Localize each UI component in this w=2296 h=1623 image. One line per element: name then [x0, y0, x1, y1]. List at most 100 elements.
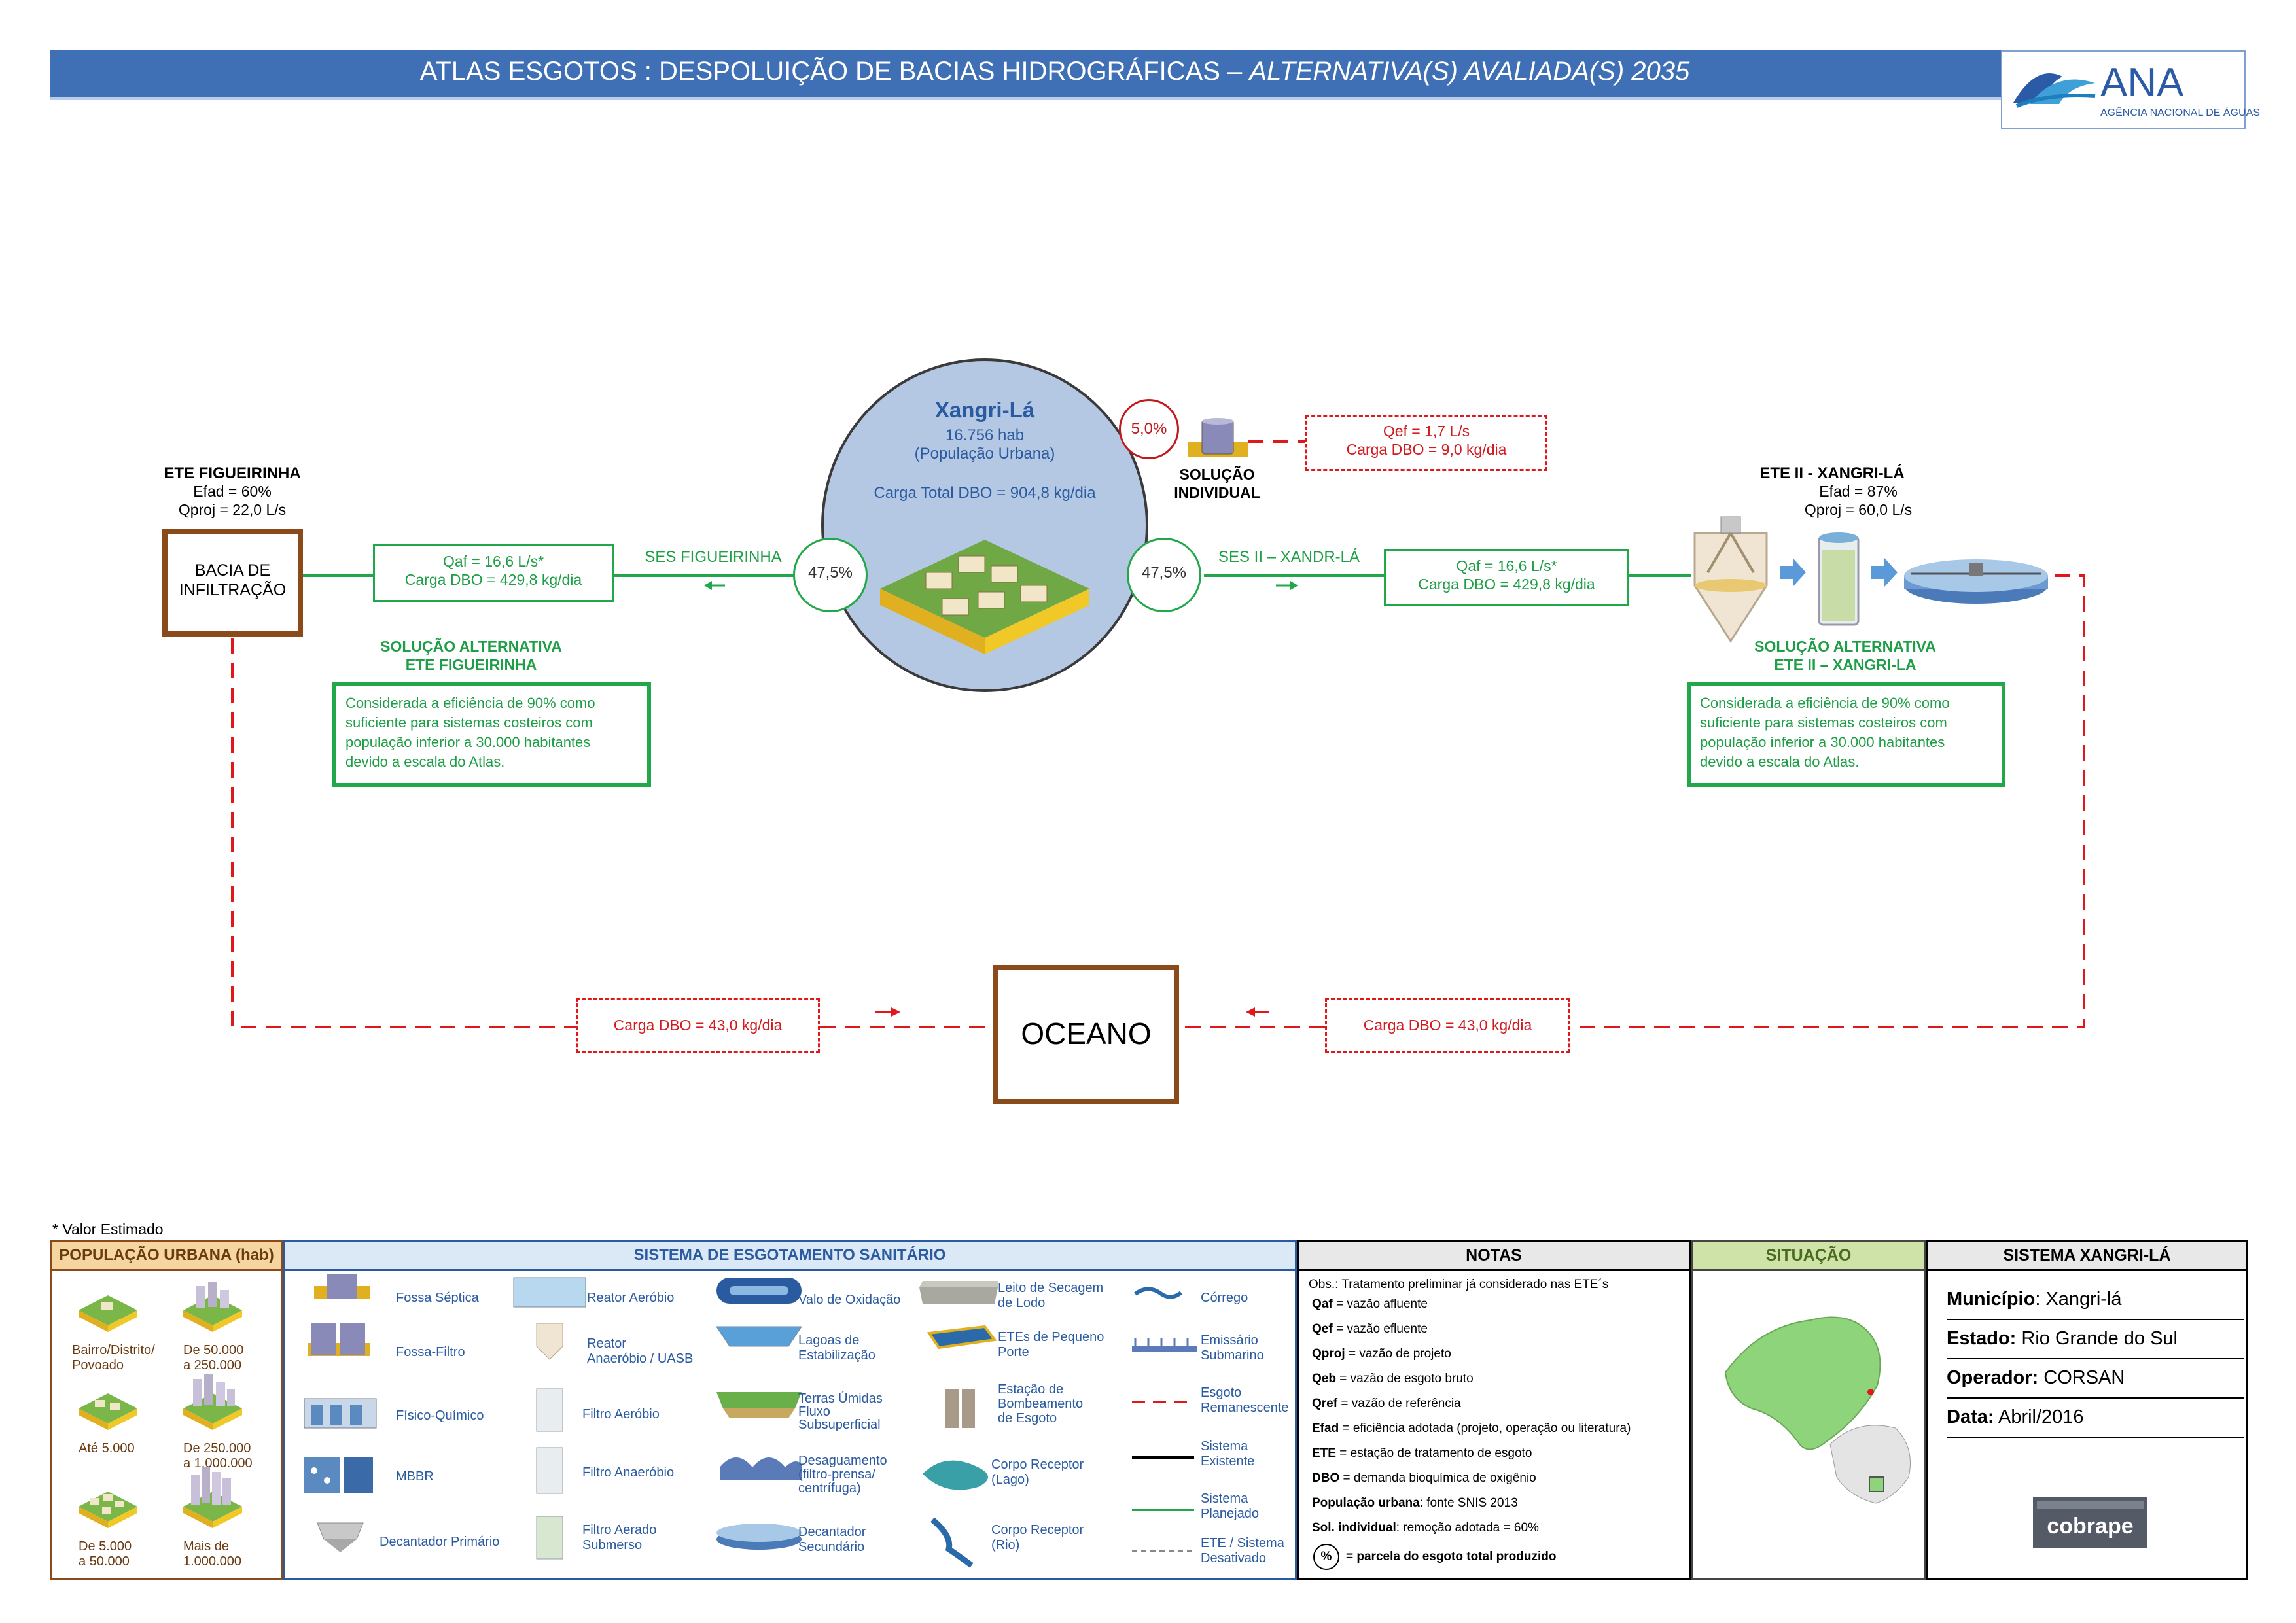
title-main: ATLAS ESGOTOS : DESPOLUIÇÃO DE BACIAS HI…	[419, 57, 1250, 86]
legend-lagoas: Lagoas de Estabilização	[798, 1333, 875, 1363]
legend-reator-anaerobio: Reator Anaeróbio / UASB	[587, 1336, 694, 1366]
left-outflow-dbo: Carga DBO = 43,0 kg/dia	[613, 1017, 783, 1034]
legend-fossa-septica: Fossa Séptica	[396, 1291, 479, 1305]
legend-sistema-planejado: Sistema Planejado	[1201, 1492, 1259, 1521]
legend-leito-secagem: Leito de Secagem de Lodo	[998, 1281, 1104, 1310]
ocean-box	[993, 965, 1179, 1104]
aerobic-filter-legend-icon	[536, 1388, 563, 1432]
population-icons	[79, 1282, 242, 1528]
note-qeb: Qeb = vazão de esgoto bruto	[1312, 1372, 1474, 1386]
wetland-icon	[716, 1392, 802, 1418]
septic-filter-icon	[308, 1323, 370, 1356]
secondary-clarifier-icon	[1904, 559, 2048, 604]
notes-title: NOTAS	[1299, 1242, 1689, 1271]
cobrape-logo: cobrape	[2033, 1497, 2147, 1548]
note-qproj: Qproj = vazão de projeto	[1312, 1347, 1451, 1361]
right-percent-circle	[1127, 538, 1201, 612]
pumping-station-icon	[945, 1389, 975, 1428]
right-outflow-dbo: Carga DBO = 43,0 kg/dia	[1363, 1017, 1532, 1034]
legend-fossa-filtro: Fossa-Filtro	[396, 1345, 465, 1359]
city-block-icon	[880, 540, 1089, 654]
legend-estacao-bombeamento: Estação de Bombeamento de Esgoto	[998, 1382, 1084, 1425]
title-bar: ATLAS ESGOTOS : DESPOLUIÇÃO DE BACIAS HI…	[50, 50, 2246, 100]
ana-logo: ANA AGÊNCIA NACIONAL DE ÁGUAS	[2001, 50, 2260, 129]
stabilization-pond-icon	[716, 1326, 802, 1347]
left-ete-efad: Efad = 60%	[193, 483, 272, 500]
legend-etes-pequeno-porte: ETEs de Pequeno Porte	[998, 1330, 1104, 1359]
metropolis-icon	[183, 1467, 242, 1528]
anaerobic-filter-icon	[536, 1447, 563, 1494]
right-alt-text-3: população inferior a 30.000 habitantes	[1700, 734, 1945, 750]
ses-right-label: SES II – XANDR-LÁ	[1218, 548, 1360, 566]
legend-desaguamento: Desaguamento (filtro-prensa/ centrífuga)	[798, 1454, 887, 1495]
left-alt-text-3: população inferior a 30.000 habitantes	[345, 734, 591, 750]
left-qaf: Qaf = 16,6 L/s*	[442, 553, 544, 570]
left-alt-title-2: ETE FIGUEIRINHA	[405, 656, 537, 673]
legend-decantador-secundario: Decantador Secundário	[798, 1525, 866, 1554]
info-divider-1	[1947, 1319, 2244, 1320]
system-legend-title: SISTEMA DE ESGOTAMENTO SANITÁRIO	[285, 1242, 1295, 1271]
info-data: Data: Abril/2016	[1947, 1406, 2084, 1427]
right-alt-title-2: ETE II – XANGRI-LA	[1774, 656, 1916, 673]
sludge-drying-bed-icon	[919, 1281, 998, 1304]
individual-percent: 5,0%	[1131, 420, 1167, 438]
left-percent: 47,5%	[807, 564, 853, 582]
pop-item-4: De 250.000 a 1.000.000	[183, 1441, 253, 1471]
stream-icon	[1134, 1287, 1182, 1299]
logo-subtitle: AGÊNCIA NACIONAL DE ÁGUAS	[2100, 107, 2260, 118]
legend-valo-oxidacao: Valo de Oxidação	[798, 1293, 901, 1307]
right-alt-text-2: suficiente para sistemas costeiros com	[1700, 714, 1947, 731]
legend-filtro-aerobio: Filtro Aeróbio	[582, 1407, 660, 1422]
submerged-filter-icon	[536, 1516, 563, 1560]
legend-emissario: Emissário Submarino	[1201, 1333, 1264, 1363]
pop-item-6: Mais de 1.000.000	[183, 1539, 241, 1569]
population-legend: POPULAÇÃO URBANA (hab) Bairro/Distrito/ …	[50, 1240, 283, 1580]
notes-panel: NOTAS Obs.: Tratamento preliminar já con…	[1297, 1240, 1691, 1580]
right-flow-box	[1384, 549, 1629, 606]
individual-dbo: Carga DBO = 9,0 kg/dia	[1346, 441, 1507, 458]
right-qaf: Qaf = 16,6 L/s*	[1456, 557, 1557, 574]
right-ete-qproj: Qproj = 60,0 L/s	[1804, 501, 1913, 518]
right-dbo: Carga DBO = 429,8 kg/dia	[1418, 576, 1595, 593]
left-alt-title-1: SOLUÇÃO ALTERNATIVA	[380, 638, 562, 655]
legend-terras-umidas: Terras Úmidas Fluxo Subsuperficial	[798, 1391, 883, 1432]
city-population-label: (População Urbana)	[914, 445, 1055, 462]
left-ete-qproj: Qproj = 22,0 L/s	[178, 501, 287, 518]
village-icon	[79, 1295, 137, 1332]
legend-esgoto-remanescente: Esgoto Remanescente	[1201, 1386, 1289, 1415]
right-alt-text-4: devido a escala do Atlas.	[1700, 754, 1860, 770]
state-inset-marker	[1869, 1476, 1884, 1492]
info-municipio: Município: Xangri-lá	[1947, 1289, 2122, 1310]
system-info-panel: SISTEMA XANGRI-LÁ Município: Xangri-lá E…	[1926, 1240, 2248, 1580]
cobrape-logo-text: cobrape	[2047, 1514, 2134, 1539]
notes-obs: Obs.: Tratamento preliminar já considera…	[1309, 1278, 1609, 1291]
infiltration-basin-box	[162, 529, 303, 637]
small-ete-icon	[927, 1325, 997, 1350]
city-population: 16.756 hab	[945, 427, 1025, 444]
percent-note: = parcela do esgoto total produzido	[1346, 1550, 1557, 1563]
legend-corpo-receptor-rio: Corpo Receptor (Rio)	[991, 1523, 1084, 1552]
individual-label-2: INDIVIDUAL	[1174, 484, 1260, 501]
anaerobic-reactor-icon	[536, 1323, 563, 1360]
info-estado: Estado: Rio Grande do Sul	[1947, 1328, 2178, 1349]
lake-receiver-icon	[923, 1460, 988, 1490]
septic-tank-legend-icon	[314, 1274, 370, 1299]
ocean-label: OCEANO	[1021, 1017, 1152, 1051]
infiltration-line-1: BACIA DE	[194, 561, 271, 580]
right-ete-title: ETE II - XANGRI-LÁ	[1759, 464, 1905, 482]
town-5k-icon	[79, 1393, 137, 1430]
left-alt-box	[332, 682, 651, 787]
individual-qef: Qef = 1,7 L/s	[1383, 423, 1470, 440]
left-alt-text-1: Considerada a eficiência de 90% como	[345, 695, 595, 711]
system-legend: SISTEMA DE ESGOTAMENTO SANITÁRIO	[283, 1240, 1297, 1580]
legend-decantador-primario: Decantador Primário	[380, 1535, 500, 1549]
info-operador: Operador: CORSAN	[1947, 1367, 2125, 1388]
logo-text: ANA	[2100, 60, 2184, 105]
note-qef: Qef = vazão efluente	[1312, 1322, 1428, 1336]
system-info-title: SISTEMA XANGRI-LÁ	[1928, 1242, 2246, 1271]
location-map	[1724, 1316, 1911, 1504]
ana-wave-icon	[2013, 73, 2096, 108]
submarine-outfall-icon	[1132, 1338, 1197, 1352]
note-sol-individual: Sol. individual: remoção adotada = 60%	[1312, 1521, 1539, 1535]
